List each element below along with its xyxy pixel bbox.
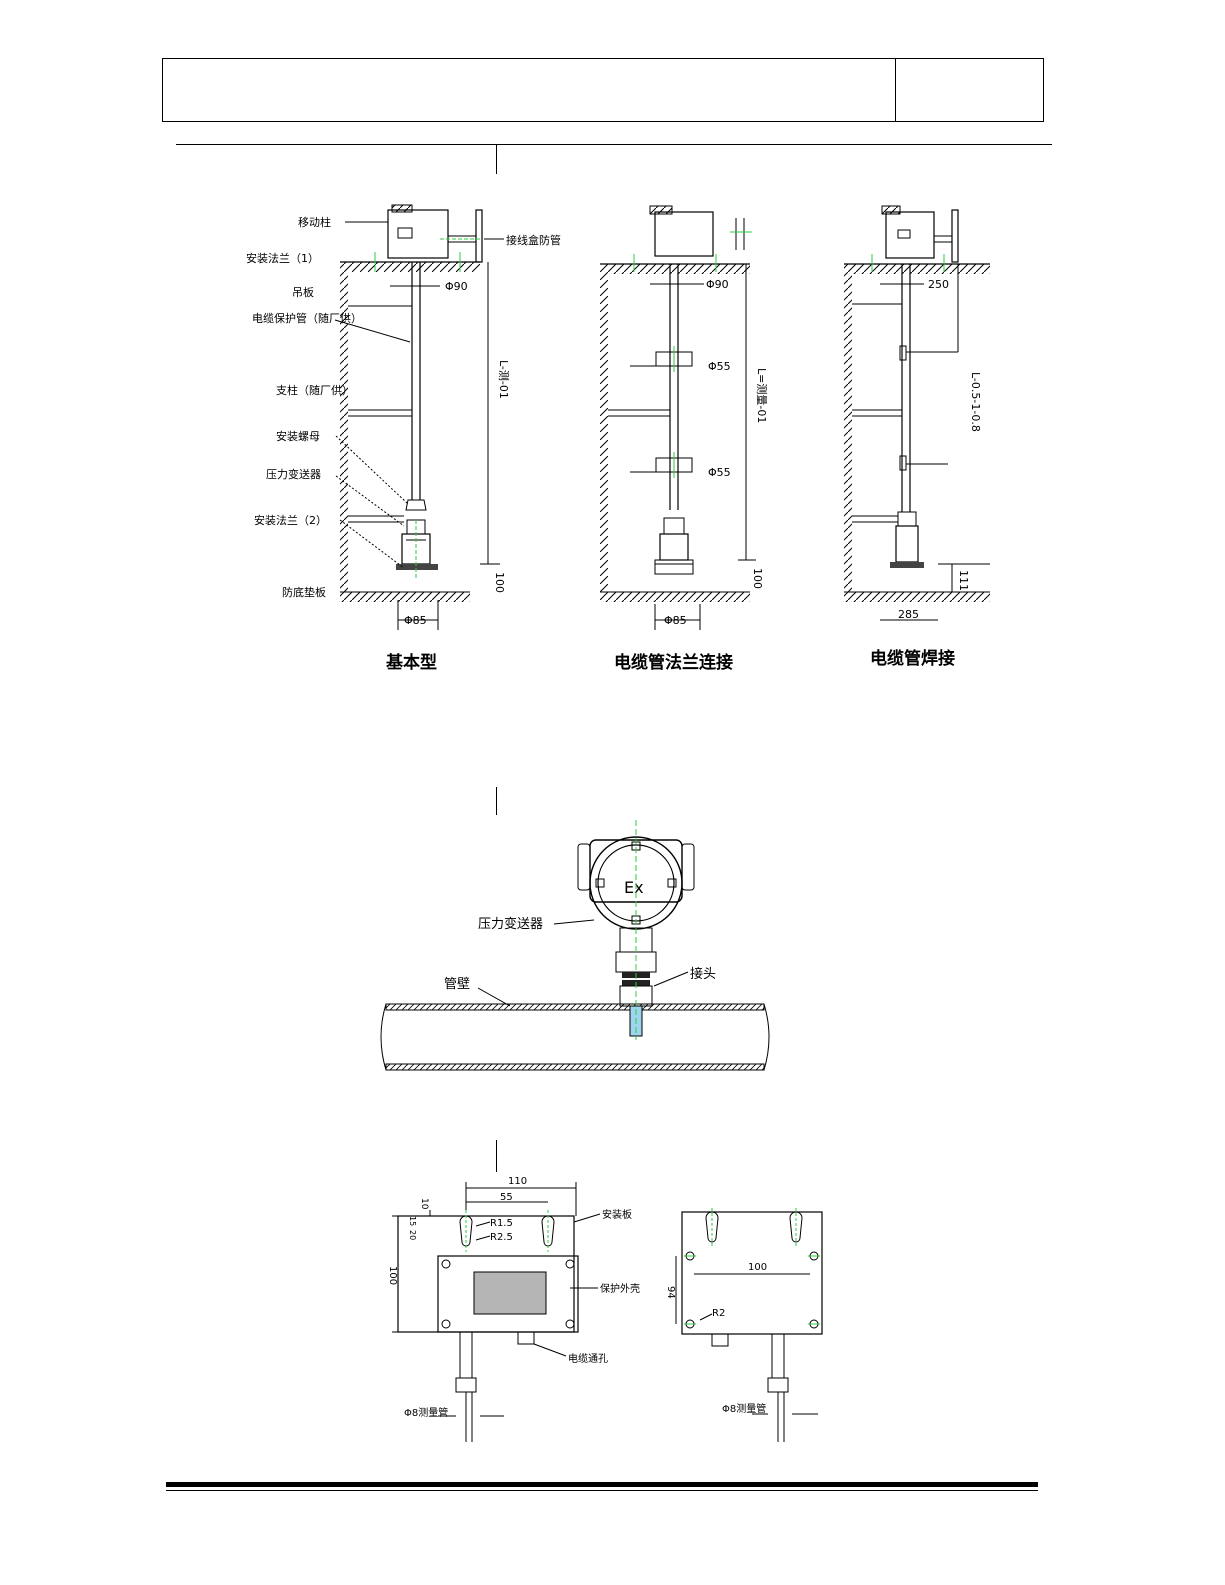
ex-mark: Ex [624, 878, 644, 897]
diagram-basic-type: Φ90 L-测-01 100 Φ85 移动柱 安装法兰（1） 吊板 电缆保护管（… [246, 205, 561, 630]
dim-back-100: 100 [748, 1262, 767, 1273]
dim-hole-20: 20 [408, 1230, 417, 1240]
label-pipe-wall: 管壁 [444, 977, 470, 992]
label-support: 支柱（随厂供） [276, 383, 353, 397]
label-bottom-plate: 防底垫板 [282, 585, 326, 599]
dim-top-10: 10 [419, 1198, 429, 1210]
dim-weld-bottom: 111 [957, 570, 970, 591]
dim-flange-phi55a: Φ55 [708, 360, 731, 373]
dim-flange-length: L=测量-01 [755, 368, 768, 423]
dim-basic-length: L-测-01 [497, 360, 510, 399]
diagram-weld-connection: 250 L-0.5-1-0.8 111 285 [844, 206, 990, 621]
figure-wall-mount-box: 110 55 10 15 20 100 R1.5 R2.5 安装板 保护外壳 电… [0, 1170, 1225, 1460]
label-tube-right: Φ8测量管 [722, 1402, 766, 1415]
diagram-back-view: 100 94 R2 Φ8测量管 [665, 1208, 822, 1442]
figure-pipe-mount: Ex 压力变送器 管壁 接头 [0, 800, 1225, 1100]
figure-installation-types: Φ90 L-测-01 100 Φ85 移动柱 安装法兰（1） 吊板 电缆保护管（… [0, 0, 1225, 700]
label-joint: 接头 [690, 966, 716, 982]
label-flange-2: 安装法兰（2） [254, 513, 327, 527]
dim-flange-phi85: Φ85 [664, 614, 687, 627]
dim-weld-length: L-0.5-1-0.8 [969, 372, 982, 432]
label-tube-left: Φ8测量管 [404, 1406, 448, 1419]
label-r15: R1.5 [490, 1218, 513, 1229]
dim-flange-bottom: 100 [751, 568, 764, 589]
dim-basic-phi85: Φ85 [404, 614, 427, 627]
dim-weld-width: 285 [898, 608, 919, 621]
dim-basic-bottom: 100 [493, 572, 506, 593]
label-transmitter: 压力变送器 [266, 467, 321, 481]
label-r2: R2 [712, 1308, 725, 1319]
section-marker-3 [496, 1140, 497, 1172]
label-hanger-plate: 吊板 [292, 285, 314, 299]
footer-rule-thick [166, 1482, 1038, 1487]
label-pressure-transmitter: 压力变送器 [478, 916, 543, 932]
diagram-flange-connection: Φ90 Φ55 Φ55 L=测量-01 100 Φ85 [600, 206, 768, 630]
label-flange-1: 安装法兰（1） [246, 251, 319, 265]
dim-hole-15: 15 [408, 1216, 417, 1226]
dim-basic-phi90: Φ90 [445, 280, 468, 293]
dim-height-100: 100 [387, 1266, 398, 1285]
footer-rule-thin [166, 1490, 1038, 1491]
label-nut: 安装螺母 [276, 429, 320, 443]
label-mounting-plate: 安装板 [602, 1208, 632, 1221]
label-moving-column: 移动柱 [298, 215, 331, 229]
label-cable-hole: 电缆通孔 [568, 1352, 608, 1365]
label-r25: R2.5 [490, 1232, 513, 1243]
label-protective-shell: 保护外壳 [600, 1282, 640, 1295]
label-junction-box: 接线盒防管 [506, 233, 561, 247]
dim-spacing-55: 55 [500, 1192, 513, 1203]
dim-flange-phi90: Φ90 [706, 278, 729, 291]
caption-basic-type: 基本型 [385, 652, 437, 673]
dim-weld-top: 250 [928, 278, 949, 291]
dim-back-94: 94 [665, 1286, 676, 1299]
caption-flange-connection: 电缆管法兰连接 [614, 652, 733, 673]
dim-width-110: 110 [508, 1176, 527, 1187]
dim-flange-phi55b: Φ55 [708, 466, 731, 479]
diagram-front-view: 110 55 10 15 20 100 R1.5 R2.5 安装板 保护外壳 电… [387, 1176, 640, 1442]
caption-weld-connection: 电缆管焊接 [870, 648, 955, 669]
